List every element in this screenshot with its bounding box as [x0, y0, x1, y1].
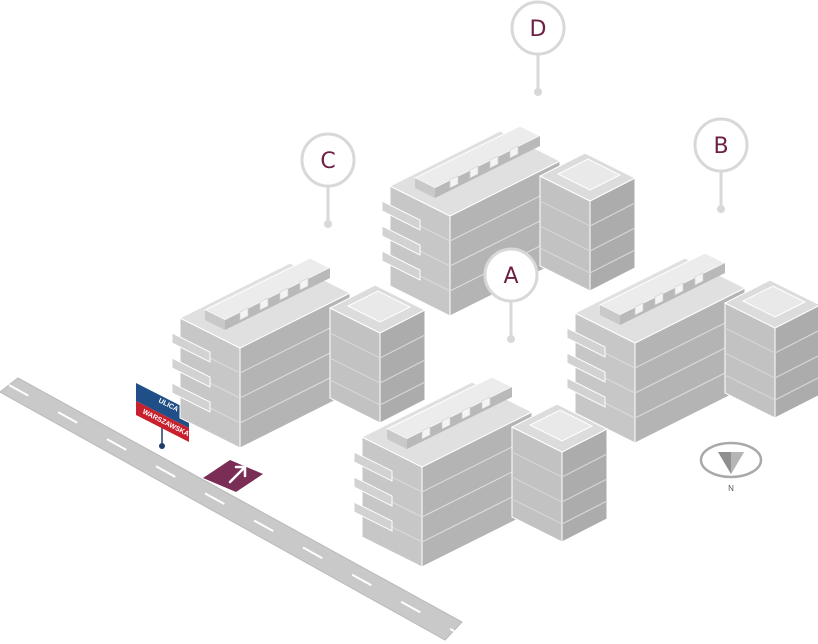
compass-north-label: N: [728, 484, 734, 493]
building-c[interactable]: [171, 257, 426, 449]
road: [0, 377, 463, 641]
entrance-arrow-icon[interactable]: [203, 460, 263, 492]
pin-a[interactable]: A: [483, 247, 539, 345]
pin-b[interactable]: B: [693, 117, 749, 215]
pin-a-label: A: [503, 264, 518, 289]
compass-icon: N: [699, 441, 763, 493]
pin-d-label: D: [530, 17, 547, 42]
pin-b-label: B: [713, 134, 728, 159]
pin-c[interactable]: C: [300, 132, 356, 230]
pin-c-label: C: [320, 149, 335, 174]
pin-d[interactable]: D: [510, 0, 566, 98]
